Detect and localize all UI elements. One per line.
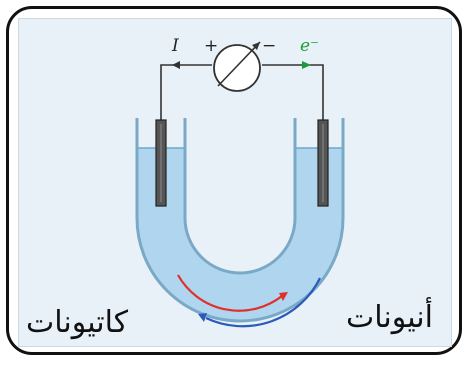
ammeter-icon — [213, 41, 261, 92]
wire-right — [262, 64, 324, 120]
electrolyte-solution — [137, 148, 343, 321]
u-tube-inner-wall — [183, 118, 297, 275]
cations-label: كاتيونات — [26, 305, 129, 340]
negative-terminal-label: − — [262, 36, 277, 56]
current-label: I — [172, 36, 179, 56]
u-tube-outer-wall — [135, 118, 345, 323]
electron-label: e⁻ — [300, 36, 320, 56]
positive-terminal-label: + — [204, 36, 219, 56]
wire-left — [160, 64, 212, 120]
anions-label: أنيونات — [346, 300, 433, 335]
current-arrow — [172, 61, 180, 69]
cation-migration-arrow — [177, 274, 283, 312]
electron-arrow — [302, 61, 311, 69]
anion-migration-arrow — [205, 277, 321, 328]
